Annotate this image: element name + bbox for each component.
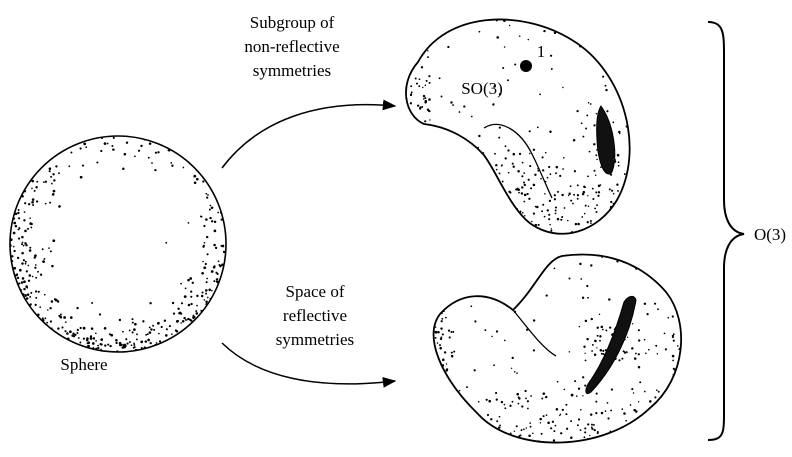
arrow-bottom-label-line1: Space of [285,282,344,301]
identity-point [520,60,532,72]
sphere-label: Sphere [60,355,107,374]
so3-label: SO(3) [461,79,503,98]
arrow-bottom-label-line2: reflective [283,306,347,325]
identity-label: 1 [537,42,546,61]
arrow-to-reflective [222,343,395,384]
o3-brace [708,22,744,440]
arrow-top-label-line3: symmetries [253,61,331,80]
o3-label: O(3) [754,225,786,244]
reflective-component-shape [434,255,682,443]
arrow-bottom-label-line3: symmetries [276,330,354,349]
arrow-top-label-line2: non-reflective [244,37,339,56]
arrow-top-label-line1: Subgroup of [250,13,335,32]
arrow-to-so3 [222,105,395,168]
sphere-shape [9,136,226,353]
so3-component-shape [405,19,629,233]
